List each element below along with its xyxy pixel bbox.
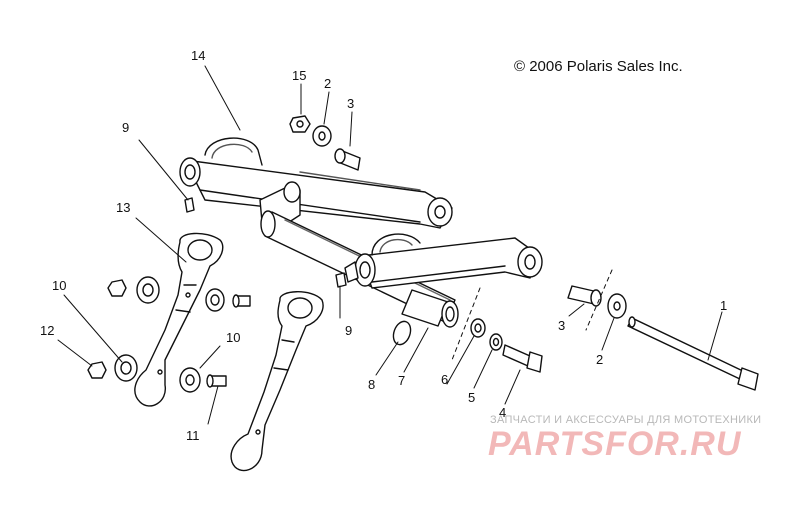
link-second xyxy=(230,291,324,472)
callout-3-top: 3 xyxy=(347,96,354,111)
long-bolt-1 xyxy=(627,316,759,391)
bolt-11-upper xyxy=(232,294,251,308)
bushing-10-lower-left xyxy=(114,354,138,382)
callout-5: 5 xyxy=(468,390,475,405)
callout-10-left: 10 xyxy=(52,278,66,293)
callout-4: 4 xyxy=(499,405,506,420)
watermark-tagline: ЗАПЧАСТИ И АКСЕССУАРЫ ДЛЯ МОТОТЕХНИКИ xyxy=(490,414,762,426)
bolt-4 xyxy=(502,344,543,373)
callout-13: 13 xyxy=(116,200,130,215)
callout-7: 7 xyxy=(398,373,405,388)
callout-1: 1 xyxy=(720,298,727,313)
callout-9-lower: 9 xyxy=(345,323,352,338)
callout-11: 11 xyxy=(186,428,200,443)
watermark-logo: PARTSFOR.RU xyxy=(488,425,742,463)
o-ring xyxy=(392,320,412,346)
bushing-10-upper xyxy=(136,276,160,304)
bushing-10-right-upper xyxy=(205,288,225,312)
callout-6: 6 xyxy=(441,372,448,387)
callout-8: 8 xyxy=(368,377,375,392)
grease-fitting-lower xyxy=(335,272,347,288)
callout-numbers: 1 2 2 3 3 4 5 6 7 8 9 9 10 10 11 12 13 1… xyxy=(40,48,727,443)
washer-2-right xyxy=(607,293,627,319)
washer-5 xyxy=(489,333,503,351)
nut-15 xyxy=(289,115,311,133)
lower-swing-arm xyxy=(344,233,543,289)
callout-2-top: 2 xyxy=(324,76,331,91)
callout-2-right: 2 xyxy=(596,352,603,367)
callout-14: 14 xyxy=(191,48,205,63)
link-13 xyxy=(134,232,224,407)
callout-10-right: 10 xyxy=(226,330,240,345)
nut-12-upper xyxy=(107,279,127,297)
bushing-3-top xyxy=(334,148,361,171)
bushing-3-right xyxy=(567,285,602,307)
callout-12: 12 xyxy=(40,323,54,338)
callout-3-right: 3 xyxy=(558,318,565,333)
washer-6 xyxy=(470,318,486,338)
bolt-11-lower xyxy=(206,374,227,388)
leader-lines xyxy=(57,65,723,425)
callout-15: 15 xyxy=(292,68,306,83)
copyright-notice: © 2006 Polaris Sales Inc. xyxy=(514,58,683,75)
washer-2-top xyxy=(312,125,332,147)
bushing-10-lower-right xyxy=(179,367,201,393)
bushing-sleeve xyxy=(401,289,459,328)
upper-swing-arm xyxy=(179,137,453,229)
grease-fitting-upper xyxy=(184,197,195,213)
callout-9-upper: 9 xyxy=(122,120,129,135)
